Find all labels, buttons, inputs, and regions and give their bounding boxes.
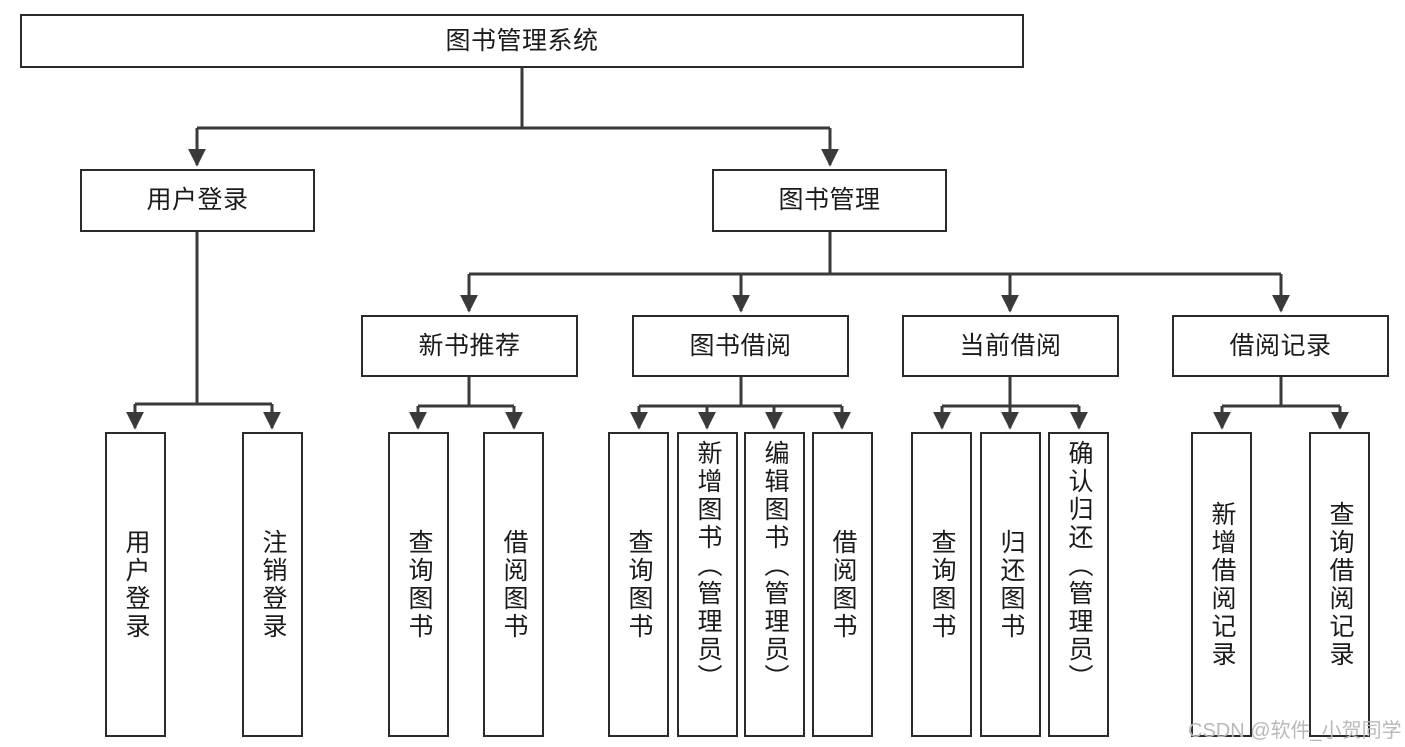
node-label: 借阅图书 [500,528,528,641]
node-book-management[interactable]: 图书管理 [712,169,947,232]
node-label: 查询图书 [625,528,653,641]
watermark-text: CSDN @软件_小贺同学 [1188,720,1402,742]
node-label: 查询借阅记录 [1326,500,1354,669]
node-label: 图书借阅 [689,331,792,360]
node-label: 注销登录 [259,528,287,641]
node-label: 用户登录 [122,528,150,641]
node-user-login[interactable]: 用户登录 [80,169,315,232]
leaf-borrow-book-recommend[interactable]: 借阅图书 [483,432,544,737]
leaf-add-borrow-record[interactable]: 新增借阅记录 [1191,432,1252,737]
leaf-edit-book-admin[interactable]: 编辑图书（管理员） [744,432,805,737]
node-label: 编辑图书（管理员） [761,440,789,692]
node-label: 查询图书 [928,528,956,641]
leaf-add-book-admin[interactable]: 新增图书（管理员） [677,432,738,737]
node-label: 图书管理 [778,186,881,215]
node-root-system[interactable]: 图书管理系统 [20,14,1024,68]
node-label: 当前借阅 [959,331,1062,360]
node-label: 查询图书 [405,528,433,641]
node-label: 用户登录 [146,186,249,215]
leaf-query-book-recommend[interactable]: 查询图书 [388,432,449,737]
node-label: 归还图书 [997,528,1025,641]
leaf-borrow-book[interactable]: 借阅图书 [812,432,873,737]
leaf-return-book[interactable]: 归还图书 [980,432,1041,737]
leaf-query-book-borrow[interactable]: 查询图书 [608,432,669,737]
node-label: 图书管理系统 [445,26,599,55]
node-label: 确认归还（管理员） [1065,440,1093,692]
node-book-borrow[interactable]: 图书借阅 [632,315,849,377]
leaf-confirm-return-admin[interactable]: 确认归还（管理员） [1048,432,1109,737]
node-new-book-recommend[interactable]: 新书推荐 [361,315,578,377]
node-current-borrow[interactable]: 当前借阅 [902,315,1119,377]
leaf-logout-login[interactable]: 注销登录 [242,432,303,737]
node-label: 新增图书（管理员） [694,440,722,692]
node-label: 新增借阅记录 [1208,500,1236,669]
leaf-query-book-current[interactable]: 查询图书 [911,432,972,737]
node-label: 新书推荐 [418,331,521,360]
node-label: 借阅记录 [1229,331,1332,360]
leaf-query-borrow-record[interactable]: 查询借阅记录 [1309,432,1370,737]
node-label: 借阅图书 [829,528,857,641]
leaf-user-login[interactable]: 用户登录 [105,432,166,737]
node-borrow-record[interactable]: 借阅记录 [1172,315,1389,377]
